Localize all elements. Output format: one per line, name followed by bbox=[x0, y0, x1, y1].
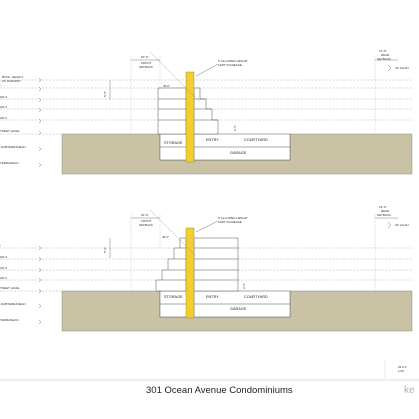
alley-label: OF ALLEY bbox=[395, 66, 409, 70]
level-label: " bbox=[0, 244, 1, 248]
level-label: OR 3 bbox=[0, 105, 7, 109]
sheet-note-line-1: 02 F.S bbox=[398, 365, 407, 369]
section-1-basement bbox=[159, 133, 291, 161]
section-1-highlight-wall bbox=[185, 71, 195, 163]
level-label: TERRANEAN bbox=[0, 161, 19, 165]
section-1-leaders bbox=[38, 77, 42, 168]
level-label: TREET LEVEL bbox=[0, 286, 20, 290]
rear-setback-label2: SETBACK bbox=[377, 213, 391, 217]
level-label: TERRANEAN bbox=[0, 318, 19, 322]
allowed-height-note2: LIMIT INCREASE bbox=[218, 220, 242, 224]
drawing-title: 301 Ocean Avenue Condominiums bbox=[146, 385, 293, 396]
room-storage: STORAGE bbox=[164, 141, 183, 145]
front-setback-label: FRONT bbox=[141, 219, 151, 223]
room-entry: ENTRY bbox=[206, 138, 219, 142]
front-setback-label2: SETBACK bbox=[139, 223, 153, 227]
parapet-dim: 5'-0" bbox=[103, 91, 107, 97]
front-setback-dim: 20'-0" bbox=[141, 213, 149, 217]
angle-label: 45.0° bbox=[163, 84, 171, 88]
section-2: " OR 4 OR 3 OR 2 TREET LEVEL -SUBTERRANE… bbox=[0, 205, 413, 332]
room-storage: STORAGE bbox=[164, 295, 183, 299]
section-1-level-labels: BLDG. HEIGHT OF PARAPET " OR 4 OR 3 OR 2… bbox=[0, 75, 26, 165]
level-label: OF PARAPET bbox=[2, 79, 21, 83]
section-1-building bbox=[157, 87, 219, 135]
rear-setback-label: REAR bbox=[381, 209, 390, 213]
firm-logo: ke bbox=[404, 385, 415, 396]
section-2-highlight-wall bbox=[185, 227, 195, 319]
front-setback-label: FRONT bbox=[141, 61, 151, 65]
allowed-height-note2: LIMIT INCREASE bbox=[218, 63, 242, 67]
section-2-level-labels: " OR 4 OR 3 OR 2 TREET LEVEL -SUBTERRANE… bbox=[0, 244, 26, 322]
level-label: BLDG. HEIGHT bbox=[2, 75, 23, 79]
allowed-height-note: 5' ALLOWED HEIGHT bbox=[218, 216, 248, 220]
alley-label: OF ALLEY bbox=[395, 223, 409, 227]
level-label: OR 4 bbox=[0, 95, 7, 99]
room-garage: GARAGE bbox=[230, 307, 247, 311]
sheet-note-line-2: 1/19 bbox=[398, 369, 404, 373]
section-2-basement bbox=[159, 290, 291, 318]
section-2-building bbox=[155, 237, 239, 292]
room-courtyard: COURTYARD bbox=[244, 295, 268, 299]
rear-setback-label2: SETBACK bbox=[377, 57, 391, 61]
level-label: OR 2 bbox=[0, 276, 7, 280]
level-label: -SUBTERRANEAN bbox=[0, 302, 26, 306]
section-1-level-lines bbox=[0, 79, 412, 121]
section-2-leaders bbox=[38, 245, 42, 325]
level-label: OR 4 bbox=[0, 255, 7, 259]
rear-setback-dim: 15'-0" bbox=[379, 205, 387, 209]
rear-setback-dim: 15'-0" bbox=[379, 49, 387, 53]
level-label: -SUBTERRANEAN bbox=[0, 145, 26, 149]
entry-dim: 2'-6" bbox=[242, 283, 246, 289]
front-setback-dim: 20'-0" bbox=[141, 55, 149, 59]
rear-setback-label: REAR bbox=[381, 53, 390, 57]
room-garage: GARAGE bbox=[230, 151, 247, 155]
room-entry: ENTRY bbox=[206, 295, 219, 299]
parapet-dim: 5'-0" bbox=[103, 247, 107, 253]
entry-dim: 2'-6" bbox=[233, 125, 237, 131]
level-label: " bbox=[0, 84, 1, 88]
section-2-level-lines bbox=[0, 247, 412, 292]
front-setback-label2: SETBACK bbox=[139, 65, 153, 69]
level-label: OR 3 bbox=[0, 266, 7, 270]
room-courtyard: COURTYARD bbox=[244, 138, 268, 142]
allowed-height-note: 5' ALLOWED HEIGHT bbox=[218, 59, 248, 63]
section-1: BLDG. HEIGHT OF PARAPET " OR 4 OR 3 OR 2… bbox=[0, 49, 413, 175]
angle-label: 45.0° bbox=[162, 235, 170, 239]
level-label: TREET LEVEL bbox=[0, 129, 20, 133]
level-label: OR 2 bbox=[0, 116, 7, 120]
